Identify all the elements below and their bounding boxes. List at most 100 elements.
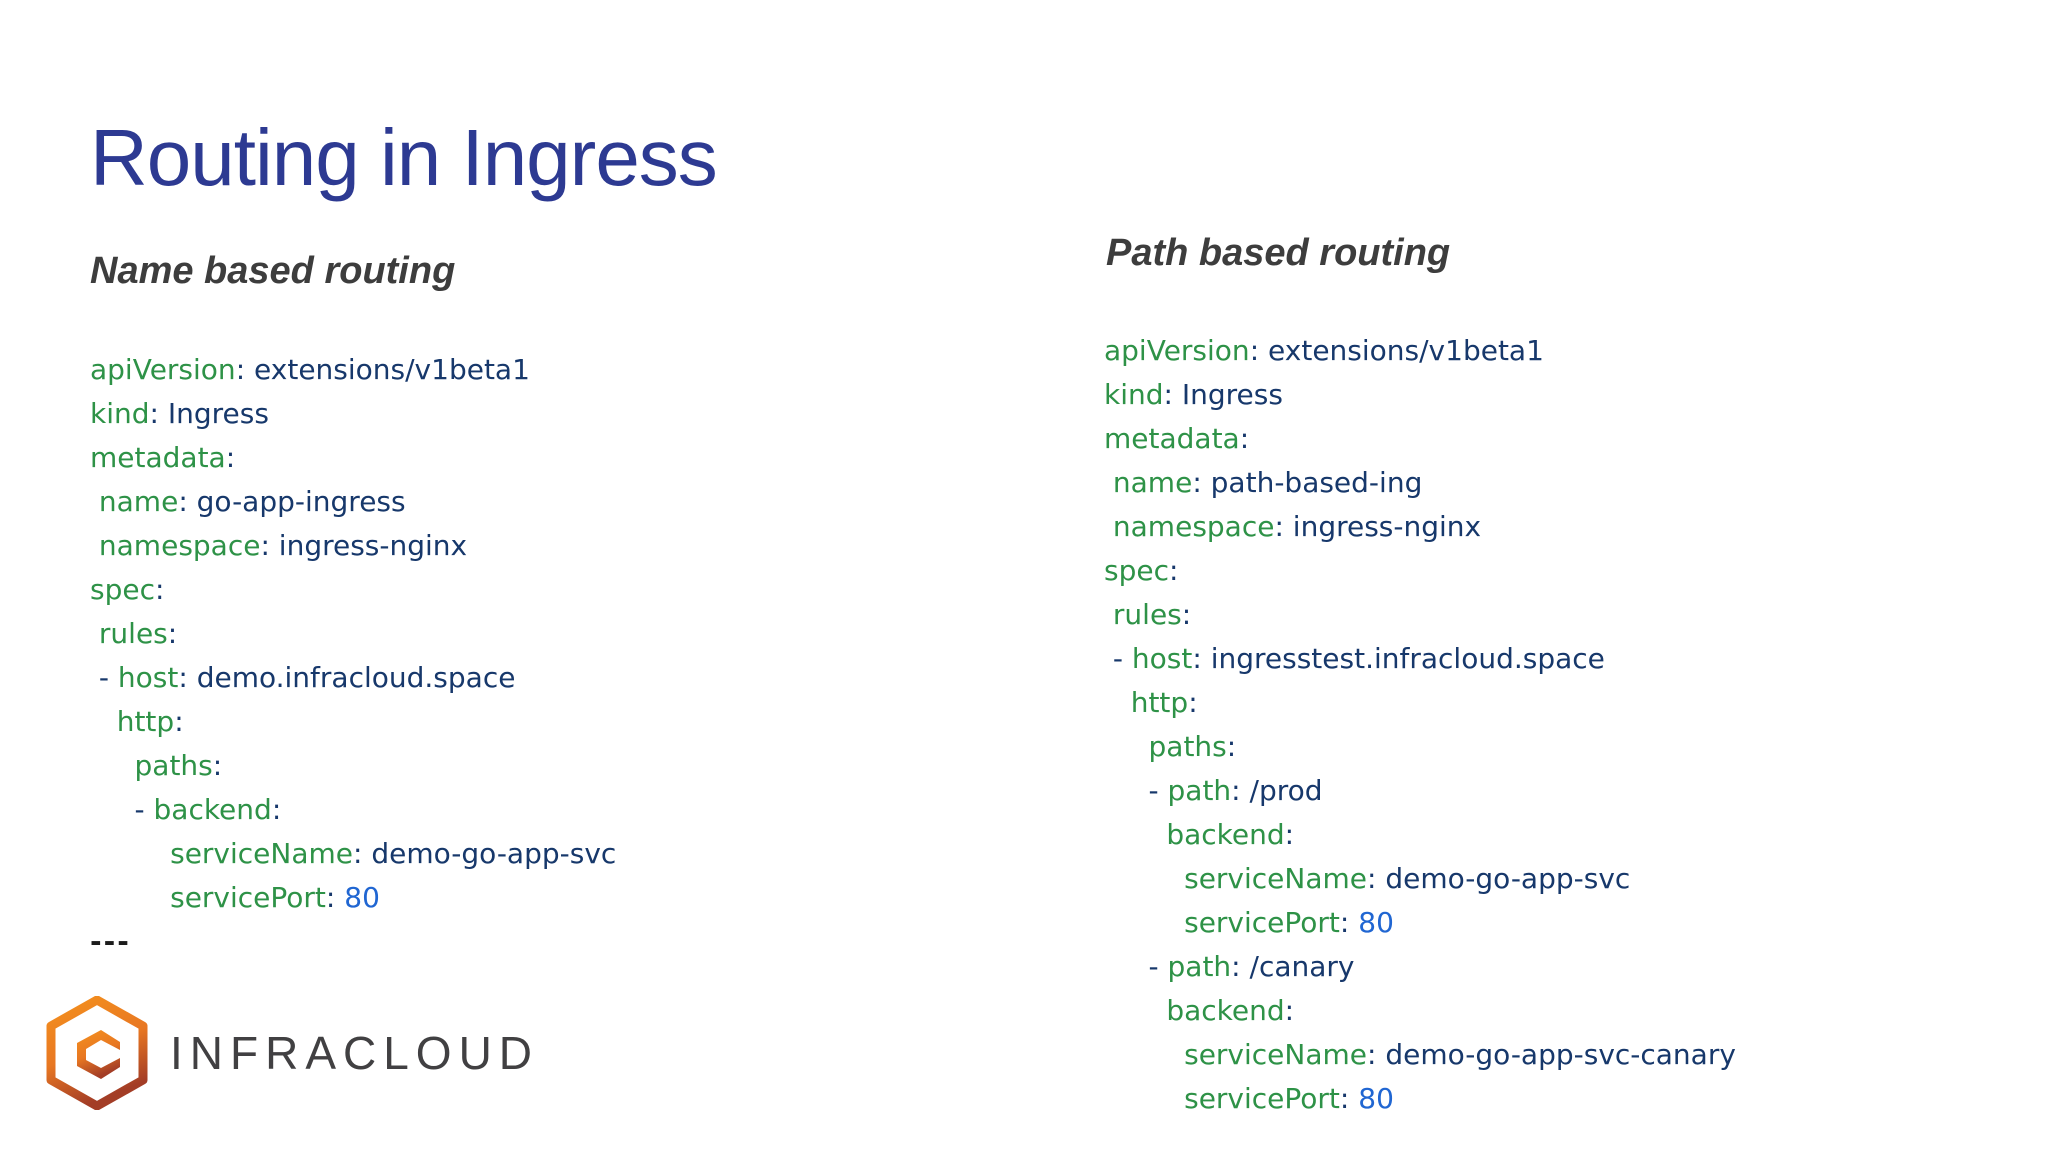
- yaml-token-key: serviceName: [1184, 1038, 1368, 1071]
- yaml-token-punct: [1104, 686, 1131, 719]
- yaml-token-punct: :: [1367, 1038, 1386, 1071]
- yaml-token-val: /canary: [1249, 950, 1355, 983]
- yaml-token-punct: -: [1104, 950, 1168, 983]
- yaml-token-punct: :: [1339, 906, 1359, 939]
- yaml-token-punct: :: [325, 881, 345, 914]
- yaml-token-key: servicePort: [1184, 1082, 1340, 1115]
- yaml-token-val: extensions/v1beta1: [1268, 334, 1544, 367]
- yaml-line: - backend:: [90, 788, 616, 832]
- yaml-token-punct: :: [1231, 774, 1250, 807]
- yaml-token-key: spec: [1104, 554, 1169, 587]
- yaml-line: namespace: ingress-nginx: [1104, 505, 1736, 549]
- brand-wordmark: INFRACLOUD: [170, 1027, 540, 1079]
- yaml-line: ---: [90, 920, 616, 964]
- yaml-token-val: extensions/v1beta1: [254, 353, 530, 386]
- yaml-token-punct: :: [1249, 334, 1269, 367]
- yaml-token-key: host: [1131, 642, 1193, 675]
- yaml-line: kind: Ingress: [90, 392, 616, 436]
- yaml-token-val: ingress-nginx: [278, 529, 468, 562]
- yaml-token-val: demo.infracloud.space: [196, 661, 516, 694]
- yaml-token-key: kind: [90, 397, 150, 430]
- yaml-token-val: /prod: [1249, 774, 1323, 807]
- yaml-token-punct: [1104, 598, 1113, 631]
- yaml-token-key: rules: [1112, 598, 1182, 631]
- yaml-token-punct: [90, 705, 117, 738]
- yaml-token-key: servicePort: [1184, 906, 1340, 939]
- yaml-token-punct: [1104, 994, 1166, 1027]
- yaml-line: kind: Ingress: [1104, 373, 1736, 417]
- yaml-token-punct: :: [1231, 950, 1250, 983]
- yaml-token-key: backend: [153, 793, 272, 826]
- yaml-token-val: ingress-nginx: [1292, 510, 1482, 543]
- yaml-token-val: ingresstest.infracloud.space: [1210, 642, 1605, 675]
- yaml-line: spec:: [1104, 549, 1736, 593]
- yaml-token-punct: :: [1188, 686, 1198, 719]
- yaml-token-punct: :: [353, 837, 372, 870]
- yaml-token-punct: [1104, 1038, 1184, 1071]
- yaml-token-key: path: [1167, 774, 1232, 807]
- yaml-token-key: backend: [1166, 994, 1285, 1027]
- yaml-token-key: name: [98, 485, 179, 518]
- yaml-token-punct: :: [174, 705, 184, 738]
- yaml-token-punct: :: [1239, 422, 1250, 455]
- yaml-line: namespace: ingress-nginx: [90, 524, 616, 568]
- yaml-token-punct: [90, 529, 99, 562]
- yaml-token-key: name: [1112, 466, 1193, 499]
- yaml-token-punct: [1104, 862, 1184, 895]
- yaml-line: http:: [90, 700, 616, 744]
- yaml-token-punct: :: [1367, 862, 1386, 895]
- infracloud-hexagon-icon: [46, 996, 148, 1110]
- yaml-token-punct: -: [90, 793, 154, 826]
- yaml-token-punct: [90, 617, 99, 650]
- yaml-line: rules:: [90, 612, 616, 656]
- yaml-token-punct: :: [271, 793, 282, 826]
- yaml-token-punct: [1104, 1082, 1184, 1115]
- yaml-line: - host: demo.infracloud.space: [90, 656, 616, 700]
- name-based-routing-heading: Name based routing: [90, 250, 456, 292]
- yaml-line: metadata:: [1104, 417, 1736, 461]
- yaml-token-key: metadata: [1104, 422, 1240, 455]
- yaml-token-punct: [1104, 818, 1166, 851]
- yaml-token-punct: :: [1274, 510, 1293, 543]
- yaml-token-val: demo-go-app-svc: [1385, 862, 1631, 895]
- yaml-token-punct: :: [1168, 554, 1179, 587]
- yaml-token-key: http: [116, 705, 175, 738]
- yaml-line: - host: ingresstest.infracloud.space: [1104, 637, 1736, 681]
- yaml-token-punct: -: [1104, 642, 1132, 675]
- yaml-token-punct: [1104, 466, 1113, 499]
- yaml-token-punct: :: [167, 617, 178, 650]
- path-based-routing-heading: Path based routing: [1106, 232, 1451, 274]
- yaml-token-key: serviceName: [1184, 862, 1368, 895]
- yaml-token-key: spec: [90, 573, 155, 606]
- yaml-line: http:: [1104, 681, 1736, 725]
- yaml-line: paths:: [1104, 725, 1736, 769]
- yaml-token-key: metadata: [90, 441, 226, 474]
- yaml-token-punct: :: [178, 661, 197, 694]
- yaml-token-val: Ingress: [167, 397, 269, 430]
- yaml-line: - path: /prod: [1104, 769, 1736, 813]
- yaml-token-key: paths: [134, 749, 213, 782]
- yaml-token-punct: [90, 837, 170, 870]
- yaml-token-num: 80: [1358, 906, 1394, 939]
- yaml-token-key: backend: [1166, 818, 1285, 851]
- yaml-token-punct: :: [1192, 466, 1211, 499]
- yaml-line: paths:: [90, 744, 616, 788]
- yaml-token-punct: :: [1192, 642, 1211, 675]
- yaml-line: backend:: [1104, 989, 1736, 1033]
- yaml-token-key: namespace: [1112, 510, 1275, 543]
- yaml-token-key: path: [1167, 950, 1232, 983]
- yaml-token-sep: ---: [90, 925, 131, 958]
- yaml-token-punct: [1104, 906, 1184, 939]
- yaml-token-punct: :: [1339, 1082, 1359, 1115]
- yaml-token-key: serviceName: [170, 837, 354, 870]
- yaml-token-punct: [1104, 510, 1113, 543]
- yaml-token-key: paths: [1148, 730, 1227, 763]
- yaml-line: servicePort: 80: [1104, 1077, 1736, 1121]
- yaml-line: spec:: [90, 568, 616, 612]
- yaml-token-val: go-app-ingress: [196, 485, 406, 518]
- yaml-token-punct: -: [90, 661, 118, 694]
- yaml-token-num: 80: [344, 881, 380, 914]
- yaml-line: apiVersion: extensions/v1beta1: [90, 348, 616, 392]
